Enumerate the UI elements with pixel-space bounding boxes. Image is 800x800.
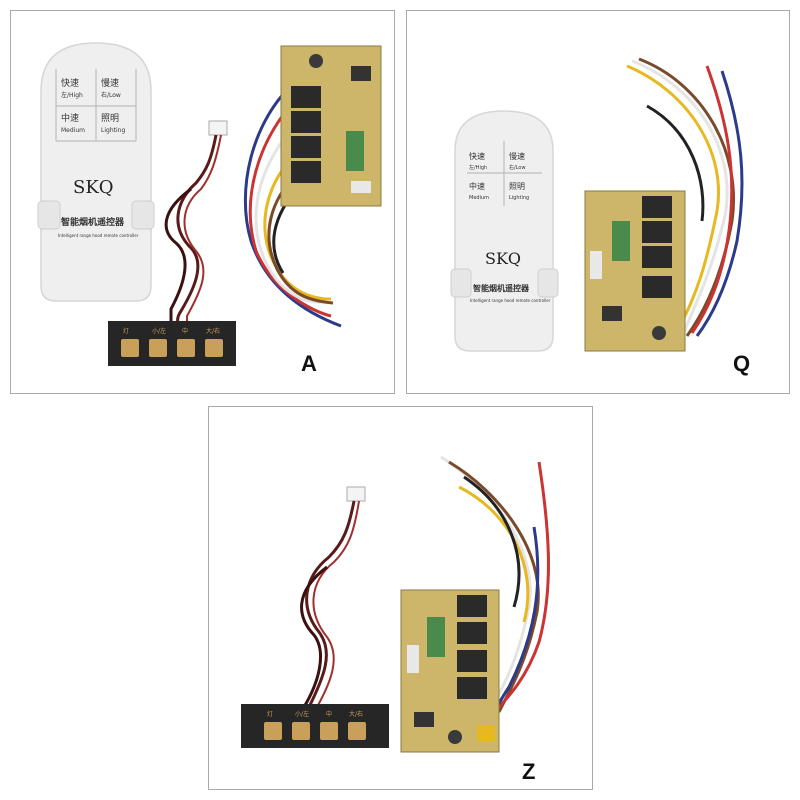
keypad-key-light	[264, 722, 282, 740]
remote-btn-high-cn: 快速	[469, 151, 485, 161]
remote-title-cn: 智能烟机遥控器	[61, 216, 125, 228]
remote-btn-low-cn: 慢速	[509, 151, 525, 161]
remote-control: 快速 左/High 慢速 右/Low 中速 Medium 照明 Lighting…	[37, 42, 155, 302]
remote-btn-low-sub: 右/Low	[509, 164, 526, 171]
remote-btn-high-sub: 左/High	[469, 164, 487, 171]
panel-a: 快速 左/High 慢速 右/Low 中速 Medium 照明 Lighting…	[10, 10, 395, 394]
remote-btn-medium-cn: 中速	[61, 112, 79, 124]
remote-btn-medium-cn: 中速	[469, 181, 485, 191]
remote-btn-high-cn: 快速	[61, 77, 79, 89]
remote-btn-low-cn: 慢速	[101, 77, 119, 89]
cable-harness	[300, 486, 366, 708]
remote-brand: SKQ	[73, 177, 114, 198]
keypad-key-large	[348, 722, 366, 740]
keypad-label-medium: 中	[182, 327, 188, 335]
panel-q: 快速 左/High 慢速 右/Low 中速 Medium 照明 Lighting…	[406, 10, 790, 394]
circuit-board	[400, 589, 500, 753]
keypad-key-small	[292, 722, 310, 740]
keypad-label-large: 大/右	[206, 327, 220, 335]
keypad-label-small: 小/左	[295, 710, 309, 718]
remote-btn-medium-sub: Medium	[469, 195, 489, 201]
circuit-board	[280, 45, 382, 207]
remote-brand: SKQ	[485, 249, 521, 268]
panel-z: 灯 小/左 中 大/右	[208, 406, 593, 790]
keypad-key-large	[205, 339, 223, 357]
wires	[440, 455, 550, 723]
panel-q-photo: 快速 左/High 慢速 右/Low 中速 Medium 照明 Lighting…	[450, 57, 744, 352]
panel-z-photo: 灯 小/左 中 大/右	[241, 455, 550, 753]
remote-btn-medium-sub: Medium	[61, 127, 85, 134]
circuit-board	[584, 190, 686, 352]
remote-btn-lighting-cn: 照明	[101, 113, 119, 124]
remote-title-en: Intelligent range hood remote controller	[470, 298, 551, 303]
keypad-label-large: 大/右	[349, 710, 363, 718]
panel-a-label: A	[301, 351, 317, 376]
keypad: 灯 小/左 中 大/右	[241, 704, 389, 748]
remote-btn-low-sub: 右/Low	[101, 91, 121, 99]
remote-btn-high-sub: 左/High	[61, 91, 83, 99]
remote-btn-lighting-sub: Lighting	[101, 127, 125, 134]
remote-btn-lighting-sub: Lighting	[509, 195, 529, 201]
keypad-key-small	[149, 339, 167, 357]
cable-harness	[164, 120, 228, 329]
keypad-label-medium: 中	[326, 710, 332, 718]
keypad-key-medium	[320, 722, 338, 740]
remote-title-cn: 智能烟机遥控器	[473, 283, 530, 293]
keypad-key-medium	[177, 339, 195, 357]
remote-title-en: Intelligent range hood remote controller	[58, 233, 139, 238]
panel-z-label: Z	[522, 759, 536, 784]
remote-control: 快速 左/High 慢速 右/Low 中速 Medium 照明 Lighting…	[450, 110, 559, 352]
wires	[626, 57, 744, 337]
panel-a-photo: 快速 左/High 慢速 右/Low 中速 Medium 照明 Lighting…	[37, 42, 382, 366]
keypad-label-small: 小/左	[152, 327, 166, 335]
keypad: 灯 小/左 中 大/右	[108, 321, 236, 366]
wires	[243, 79, 342, 328]
panel-q-label: Q	[733, 351, 751, 376]
keypad-key-light	[121, 339, 139, 357]
keypad-label-light: 灯	[123, 327, 129, 335]
keypad-label-light: 灯	[267, 710, 273, 718]
remote-btn-lighting-cn: 照明	[509, 182, 525, 191]
